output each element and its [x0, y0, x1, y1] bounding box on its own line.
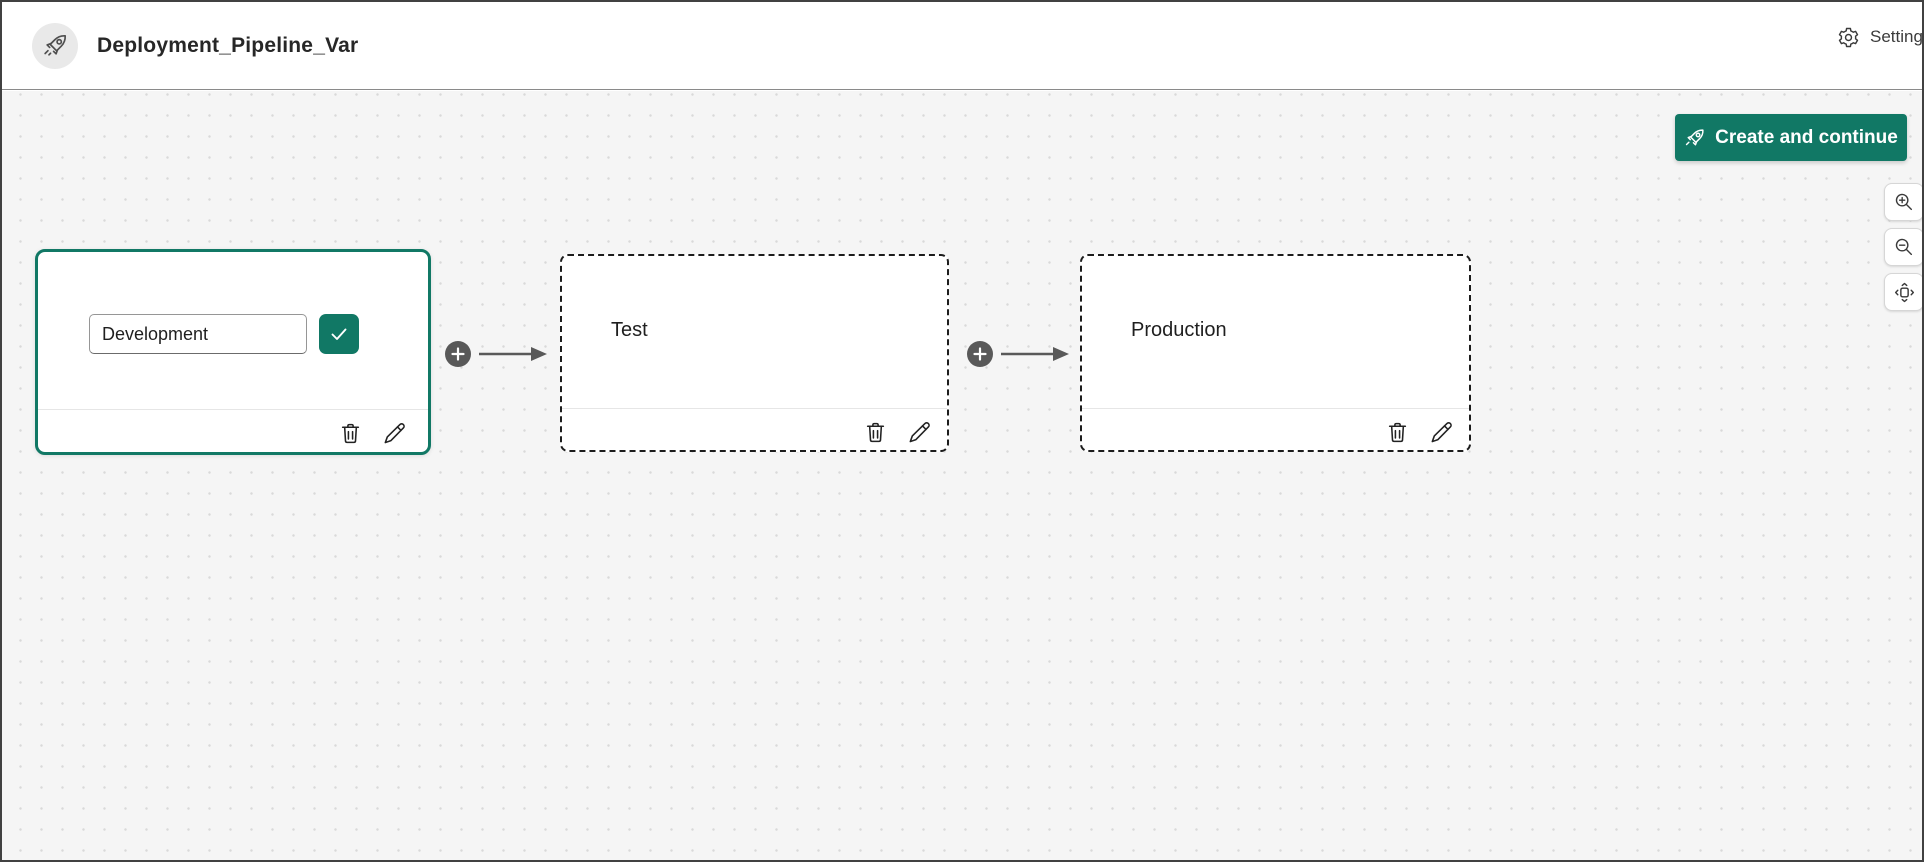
- fit-view-icon: [1893, 281, 1916, 304]
- stage-label: Production: [1131, 319, 1227, 341]
- settings-label: Settings: [1870, 27, 1923, 46]
- connector-arrow: [999, 344, 1071, 364]
- trash-icon: [338, 421, 363, 446]
- delete-stage-button[interactable]: [861, 418, 889, 446]
- card-divider: [38, 409, 428, 410]
- stage-card-production[interactable]: Production: [1080, 254, 1471, 452]
- delete-stage-button[interactable]: [1383, 418, 1411, 446]
- card-divider: [1082, 408, 1469, 409]
- pencil-icon: [382, 421, 407, 446]
- gear-icon: [1837, 26, 1860, 49]
- stage-name-input[interactable]: [89, 314, 307, 354]
- edit-stage-button[interactable]: [380, 419, 408, 447]
- fit-view-button[interactable]: [1884, 273, 1922, 311]
- rocket-icon: [1684, 127, 1706, 149]
- zoom-out-button[interactable]: [1884, 228, 1922, 266]
- card-footer: [1383, 418, 1455, 446]
- pencil-icon: [907, 420, 932, 445]
- confirm-stage-name-button[interactable]: [319, 314, 359, 354]
- card-footer: [861, 418, 933, 446]
- pipeline-canvas: Create and continue: [2, 91, 1922, 860]
- create-and-continue-button[interactable]: Create and continue: [1675, 114, 1907, 161]
- zoom-in-icon: [1893, 191, 1915, 213]
- card-divider: [562, 408, 947, 409]
- page-title: Deployment_Pipeline_Var: [97, 33, 359, 57]
- edit-stage-button[interactable]: [905, 418, 933, 446]
- stage-card-development[interactable]: [35, 249, 431, 455]
- card-footer: [336, 419, 408, 447]
- header: Deployment_Pipeline_Var Settings: [2, 2, 1922, 90]
- pipeline-avatar: [32, 22, 78, 69]
- edit-stage-button[interactable]: [1427, 418, 1455, 446]
- zoom-in-button[interactable]: [1884, 183, 1922, 221]
- delete-stage-button[interactable]: [336, 419, 364, 447]
- stage-label: Test: [611, 319, 648, 341]
- checkmark-icon: [327, 322, 351, 346]
- settings-button[interactable]: Settings: [1837, 22, 1923, 52]
- add-stage-button[interactable]: [445, 341, 471, 367]
- connector-arrow: [477, 344, 549, 364]
- pencil-icon: [1429, 420, 1454, 445]
- add-stage-button[interactable]: [967, 341, 993, 367]
- plus-icon: [972, 346, 988, 362]
- trash-icon: [863, 420, 888, 445]
- stage-card-test[interactable]: Test: [560, 254, 949, 452]
- rocket-icon: [42, 32, 69, 59]
- trash-icon: [1385, 420, 1410, 445]
- create-button-label: Create and continue: [1715, 126, 1898, 148]
- plus-icon: [450, 346, 466, 362]
- zoom-out-icon: [1893, 236, 1915, 258]
